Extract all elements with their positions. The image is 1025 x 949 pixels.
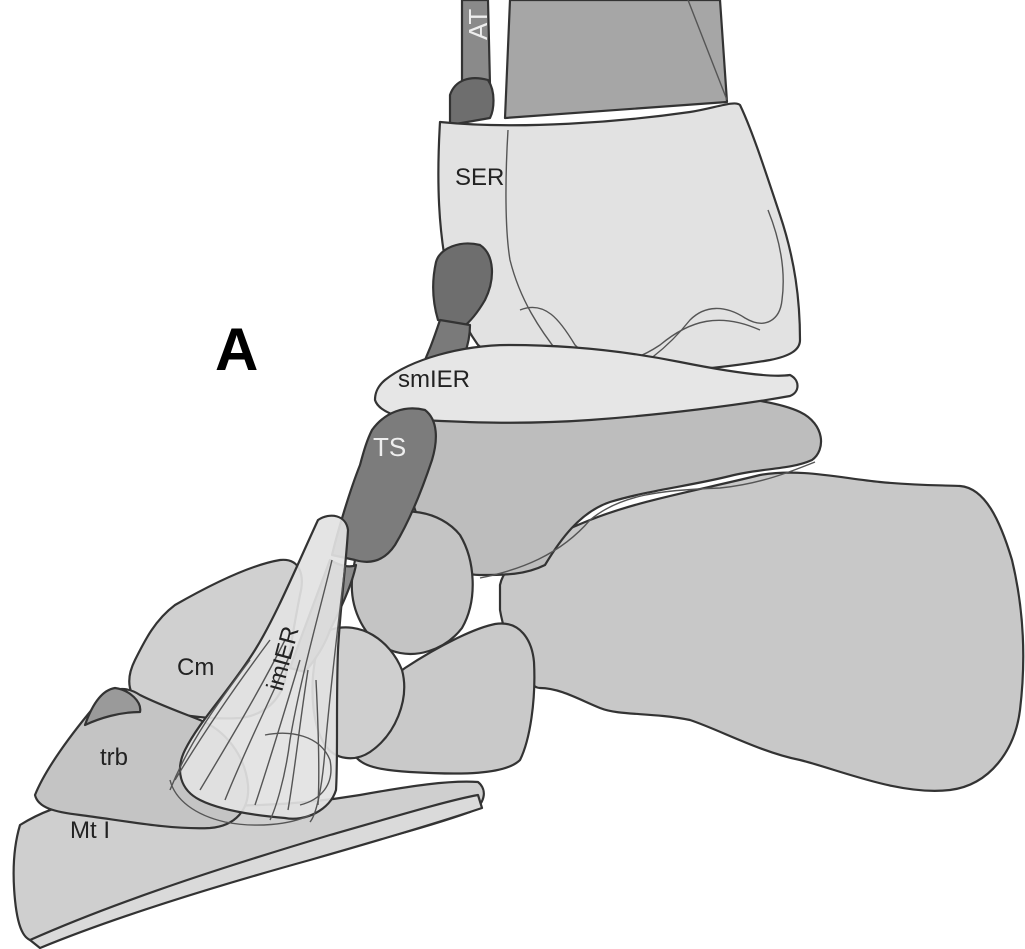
tibia-shaft [505,0,727,118]
label-ser: SER [455,164,504,191]
anterior-tibial-tendon-bulge [450,78,494,125]
superior-extensor-retinaculum [438,103,800,374]
label-at: AT [463,9,493,40]
label-mt: Mt I [70,817,110,844]
label-ts: TS [373,432,406,462]
label-panel-a: A [215,316,258,383]
label-smier: smIER [398,366,470,393]
label-cm: Cm [177,654,214,681]
label-trb: trb [100,744,128,771]
